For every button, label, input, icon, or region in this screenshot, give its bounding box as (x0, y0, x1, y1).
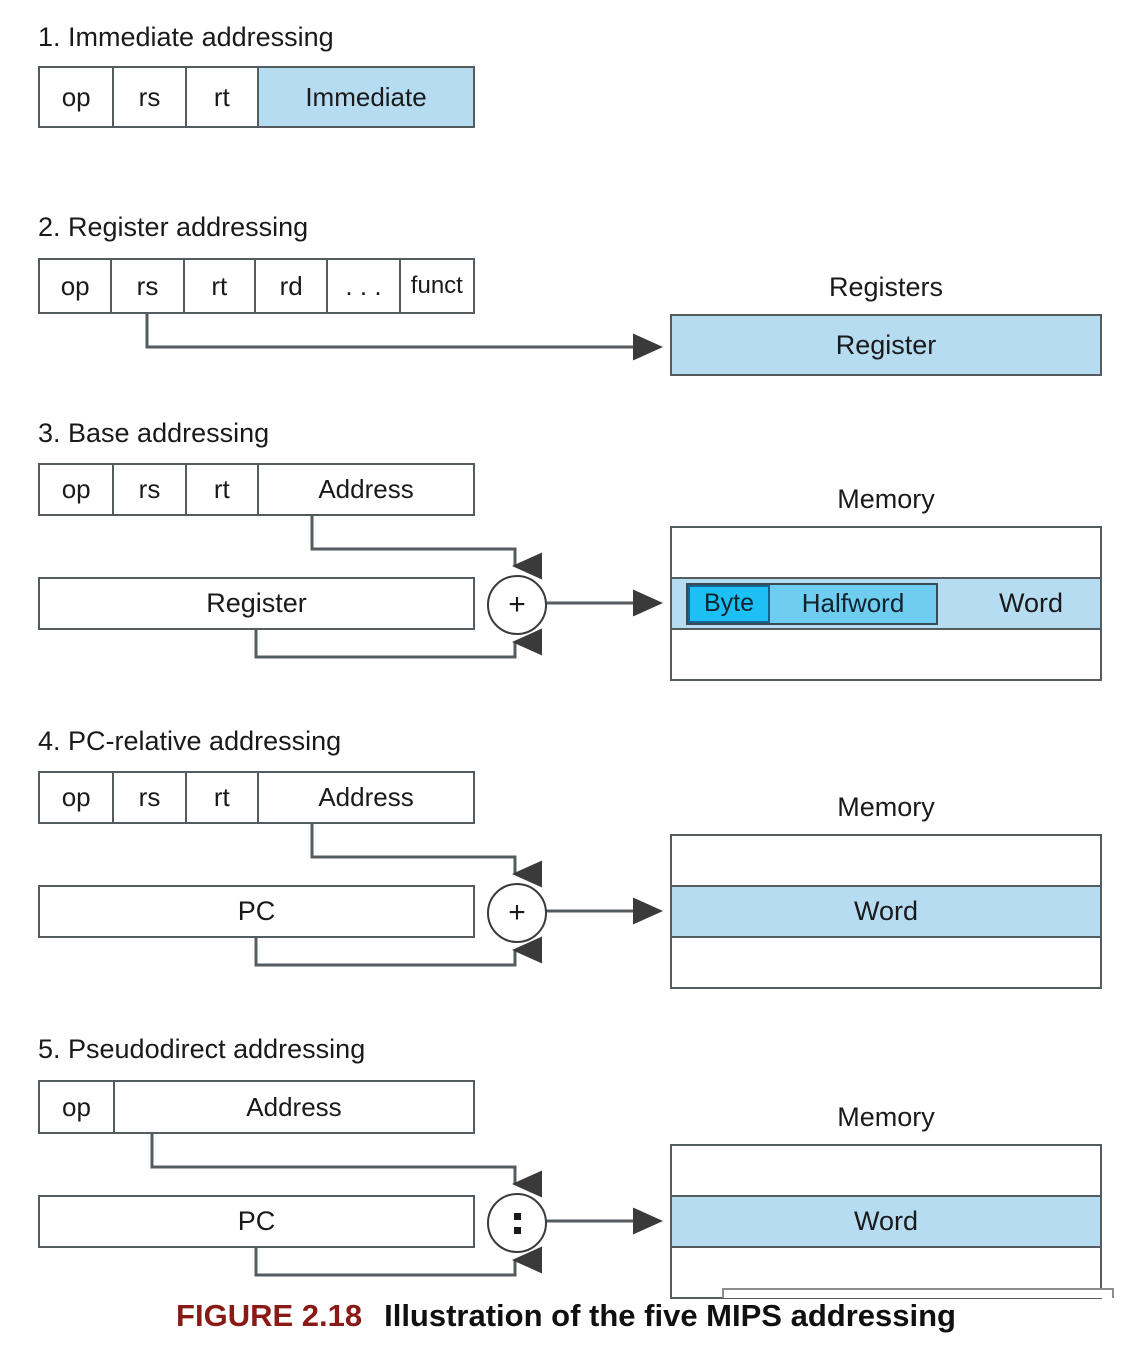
instr-field-rt: rt (186, 465, 260, 514)
section-2-instruction-row: op rs rt rd . . . funct (38, 258, 475, 314)
section-1-instruction-row: op rs rt Immediate (38, 66, 475, 128)
section-5-instruction-row: op Address (38, 1080, 475, 1134)
instr-field-rd: rd (256, 260, 329, 312)
section-4-memory-box: Word (670, 834, 1102, 989)
section-1-title: 1. Immediate addressing (38, 22, 334, 52)
section-5-title: 5. Pseudodirect addressing (38, 1034, 366, 1064)
instr-field-rs: rs (114, 68, 187, 126)
memory-label: Memory (837, 792, 935, 822)
figure-caption-text: Illustration of the five MIPS addressing (384, 1298, 956, 1333)
section-3-register-box: Register (38, 577, 475, 630)
instr-field-op: op (40, 1082, 115, 1132)
instr-field-funct: funct (400, 260, 473, 312)
instr-field-op: op (40, 260, 113, 312)
section-4-adder-circle: + (487, 883, 547, 943)
plus-icon: + (508, 896, 526, 929)
halfword-label: Halfword (801, 588, 905, 618)
pc-box-label: PC (237, 896, 276, 926)
register-cell-label: Register (835, 329, 937, 360)
instr-field-rt: rt (184, 260, 256, 312)
word-label: Word (853, 896, 919, 926)
plus-icon: + (508, 588, 526, 621)
section-4-instruction-row: op rs rt Address (38, 771, 475, 824)
word-label: Word (853, 1206, 919, 1236)
section-4-title: 4. PC-relative addressing (38, 726, 342, 756)
instr-field-address: Address (115, 1082, 473, 1132)
memory-cell-word: Word (672, 1195, 1100, 1248)
instr-field-rs: rs (114, 773, 187, 822)
memory-cell-empty-top (672, 528, 1100, 577)
colon-icon (513, 1212, 521, 1234)
slide-edge-artifact (722, 1288, 1114, 1298)
registers-register-cell: Register (670, 314, 1102, 376)
register-box-label: Register (206, 588, 307, 618)
instr-field-ellipsis: . . . (328, 260, 401, 312)
memory-cell-word: Byte Halfword Word (672, 577, 1100, 630)
memory-cell-empty-bottom (672, 938, 1100, 987)
word-label: Word (998, 588, 1064, 618)
figure-number: FIGURE 2.18 (176, 1298, 363, 1333)
section-4-pc-box: PC (38, 885, 475, 938)
instr-field-rs: rs (114, 465, 187, 514)
memory-cell-empty-bottom (672, 630, 1100, 679)
pc-box-label: PC (237, 1206, 276, 1236)
section-2-title: 2. Register addressing (38, 212, 309, 242)
section-3-instruction-row: op rs rt Address (38, 463, 475, 516)
memory-label: Memory (837, 1102, 935, 1132)
figure-caption: FIGURE 2.18 Illustration of the five MIPS… (0, 1298, 1132, 1334)
registers-label: Registers (828, 272, 944, 302)
section-5-memory-box: Word (670, 1144, 1102, 1299)
instr-field-op: op (40, 773, 115, 822)
section-3-title: 3. Base addressing (38, 418, 270, 448)
memory-label: Memory (837, 484, 935, 514)
memory-cell-empty-top (672, 836, 1100, 885)
instr-field-rs: rs (112, 260, 185, 312)
figure-caption-cut-line: . (0, 1346, 1132, 1354)
memory-cell-empty-top (672, 1146, 1100, 1195)
section-5-pc-box: PC (38, 1195, 475, 1248)
instr-field-op: op (40, 465, 115, 514)
section-3-memory-box: Byte Halfword Word (670, 526, 1102, 681)
instr-field-op: op (40, 68, 115, 126)
instr-field-rt: rt (186, 773, 260, 822)
instr-field-address: Address (259, 773, 474, 822)
instr-field-address: Address (259, 465, 474, 514)
section-3-adder-circle: + (487, 575, 547, 635)
instr-field-immediate: Immediate (259, 68, 474, 126)
byte-box: Byte (688, 584, 770, 623)
instr-field-rt: rt (186, 68, 260, 126)
memory-cell-word: Word (672, 885, 1100, 938)
section-5-concat-circle (487, 1193, 547, 1253)
halfword-box: Byte Halfword (686, 582, 938, 625)
